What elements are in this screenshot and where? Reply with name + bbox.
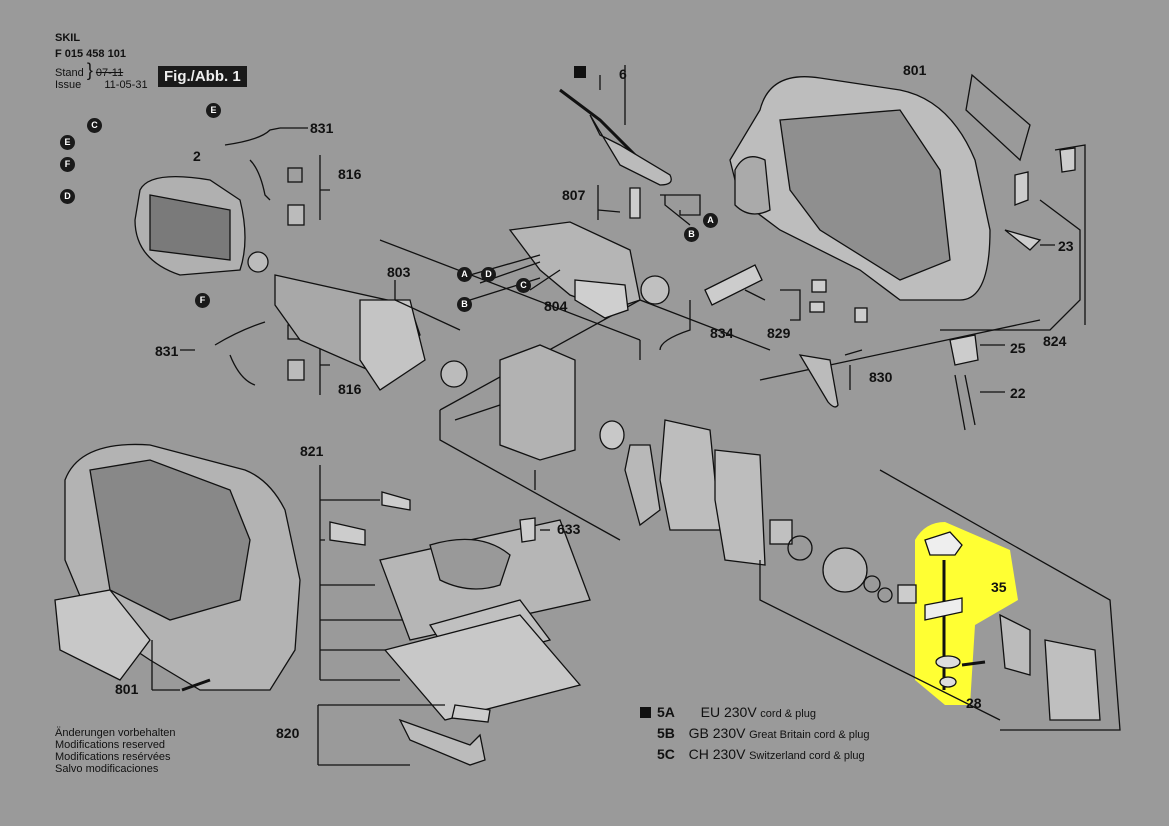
part-label-829: 829 [767,325,791,341]
figure-label: Fig./Abb. 1 [158,66,247,87]
part-label-820: 820 [276,725,300,741]
part-label-803: 803 [387,264,411,280]
part-label-22: 22 [1010,385,1026,401]
cord-code: 5B [657,725,675,741]
note-es: Salvo modificaciones [55,763,159,775]
issue-date: 11-05-31 [104,79,148,91]
part-label-821: 821 [300,443,324,459]
part-label-831-top: 831 [310,120,334,136]
part-label-834: 834 [710,325,734,341]
connector-a-switch: A [703,213,718,228]
connector-d-mid: D [481,267,496,282]
cord-desc: Great Britain cord & plug [749,729,870,741]
cord-code: 5C [657,746,675,762]
header-block: SKIL F 015 458 101 Stand } 07-11 Issue 1… [55,32,148,91]
connector-a-left: A [457,267,472,282]
connector-b-switch: B [684,227,699,242]
part-label-831-bottom: 831 [155,343,179,359]
connector-b-mid: B [457,297,472,312]
brand-label: SKIL [55,32,81,44]
connector-e-top: E [206,103,221,118]
part-label-23: 23 [1058,238,1074,254]
cord-desc: Switzerland cord & plug [749,750,865,762]
part-label-816-top: 816 [338,166,362,182]
part-label-6: 6 [619,66,627,82]
part-label-801-bottom: 801 [115,681,139,697]
gear-housing [499,344,576,461]
part-label-816-bottom: 816 [338,381,362,397]
part-label-824: 824 [1043,333,1067,349]
connector-c-mid: C [516,278,531,293]
part-label-807: 807 [562,187,586,203]
cord-voltage: CH 230V [688,746,746,762]
stand-label: Stand [55,67,84,79]
part-label-830: 830 [869,369,893,385]
connector-f-left: F [60,157,75,172]
cord-variant-5a: 5A EU 230V cord & plug [640,704,816,720]
variant-marker-square [574,66,586,78]
connector-e-left: E [60,135,75,150]
part-label-801-top: 801 [903,62,927,78]
note-en: Modifications reserved [55,739,166,751]
variant-square-icon [640,707,651,718]
part-label-804: 804 [544,298,568,314]
cord-desc: cord & plug [760,708,816,720]
part-number: F 015 458 101 [55,48,126,60]
note-fr: Modifications resérvées [55,751,171,763]
cord-voltage: EU 230V [700,704,757,720]
part-label-2: 2 [193,148,201,164]
cord-voltage: GB 230V [688,725,746,741]
note-de: Änderungen vorbehalten [55,727,176,739]
cord-variant-5c: 5C CH 230V Switzerland cord & plug [657,746,865,762]
part-label-28: 28 [966,695,982,711]
issue-label: Issue [55,79,82,91]
part-label-25: 25 [1010,340,1026,356]
connector-f-bottom: F [195,293,210,308]
old-date: 07-11 [95,67,124,79]
part-label-633: 633 [557,521,581,537]
cord-code: 5A [657,704,675,720]
cord-variant-5b: 5B GB 230V Great Britain cord & plug [657,725,870,741]
connector-c-left: C [87,118,102,133]
connector-d-left: D [60,189,75,204]
part-label-35: 35 [991,579,1007,595]
